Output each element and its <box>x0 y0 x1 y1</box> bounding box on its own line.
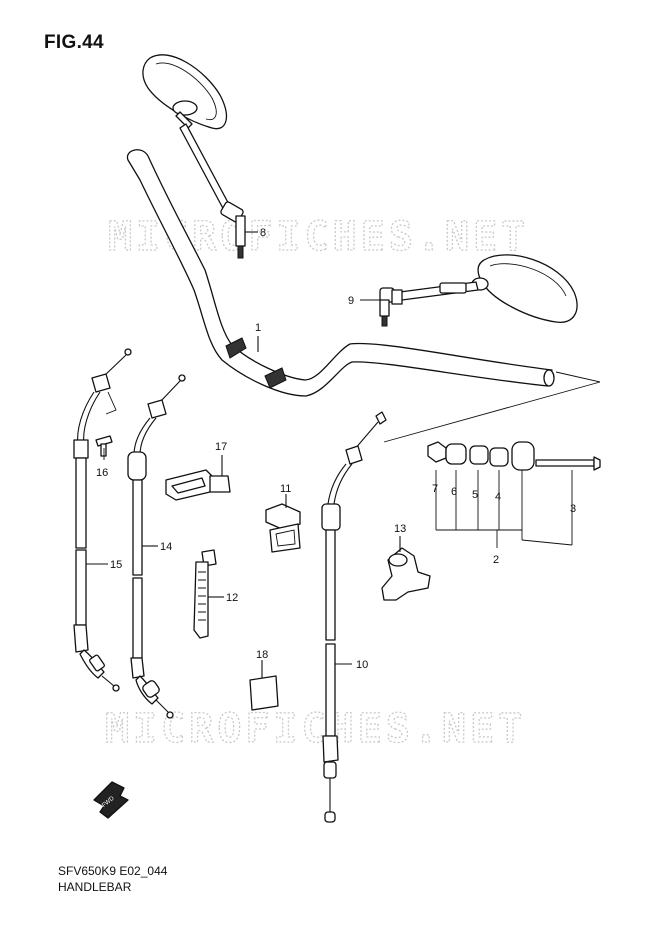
callout-6: 6 <box>451 486 457 498</box>
callout-4: 4 <box>495 491 501 503</box>
figure-name: HANDLEBAR <box>58 880 132 894</box>
callout-17: 17 <box>215 441 227 453</box>
left-mirror[interactable] <box>142 54 258 259</box>
callout-2: 2 <box>493 554 499 566</box>
callout-3: 3 <box>570 503 576 515</box>
callout-8: 8 <box>260 227 266 239</box>
callout-16: 16 <box>96 467 108 479</box>
clamp-17[interactable] <box>165 455 231 501</box>
label-18[interactable] <box>249 660 279 711</box>
handlebar-tube[interactable] <box>126 149 555 397</box>
throttle-cable-1[interactable] <box>73 348 132 692</box>
cable-tie-12[interactable] <box>193 549 224 639</box>
holder-13[interactable] <box>381 536 431 601</box>
throttle-cable-2[interactable] <box>127 374 186 719</box>
clutch-cable-10[interactable] <box>321 411 387 823</box>
callout-15: 15 <box>110 559 122 571</box>
callout-7: 7 <box>432 483 438 495</box>
leader-line <box>383 381 601 443</box>
callout-1: 1 <box>255 322 261 334</box>
callout-5: 5 <box>472 489 478 501</box>
screw-16[interactable] <box>95 435 113 460</box>
fwd-arrow: FWD <box>93 781 129 819</box>
bar-end-assembly[interactable] <box>427 441 601 548</box>
callout-12: 12 <box>226 592 238 604</box>
callout-18: 18 <box>256 649 268 661</box>
callout-13: 13 <box>394 523 406 535</box>
leader-line <box>555 371 601 383</box>
callout-9: 9 <box>348 295 354 307</box>
clamp-11[interactable] <box>265 494 301 553</box>
figure-code: SFV650K9 E02_044 <box>58 864 168 878</box>
callout-14: 14 <box>160 541 172 553</box>
callout-10: 10 <box>356 659 368 671</box>
right-mirror[interactable] <box>360 254 578 327</box>
figure-title: FIG.44 <box>44 32 104 53</box>
watermark-bottom: MICROFICHES.NET <box>105 706 526 752</box>
callout-11: 11 <box>280 483 291 495</box>
